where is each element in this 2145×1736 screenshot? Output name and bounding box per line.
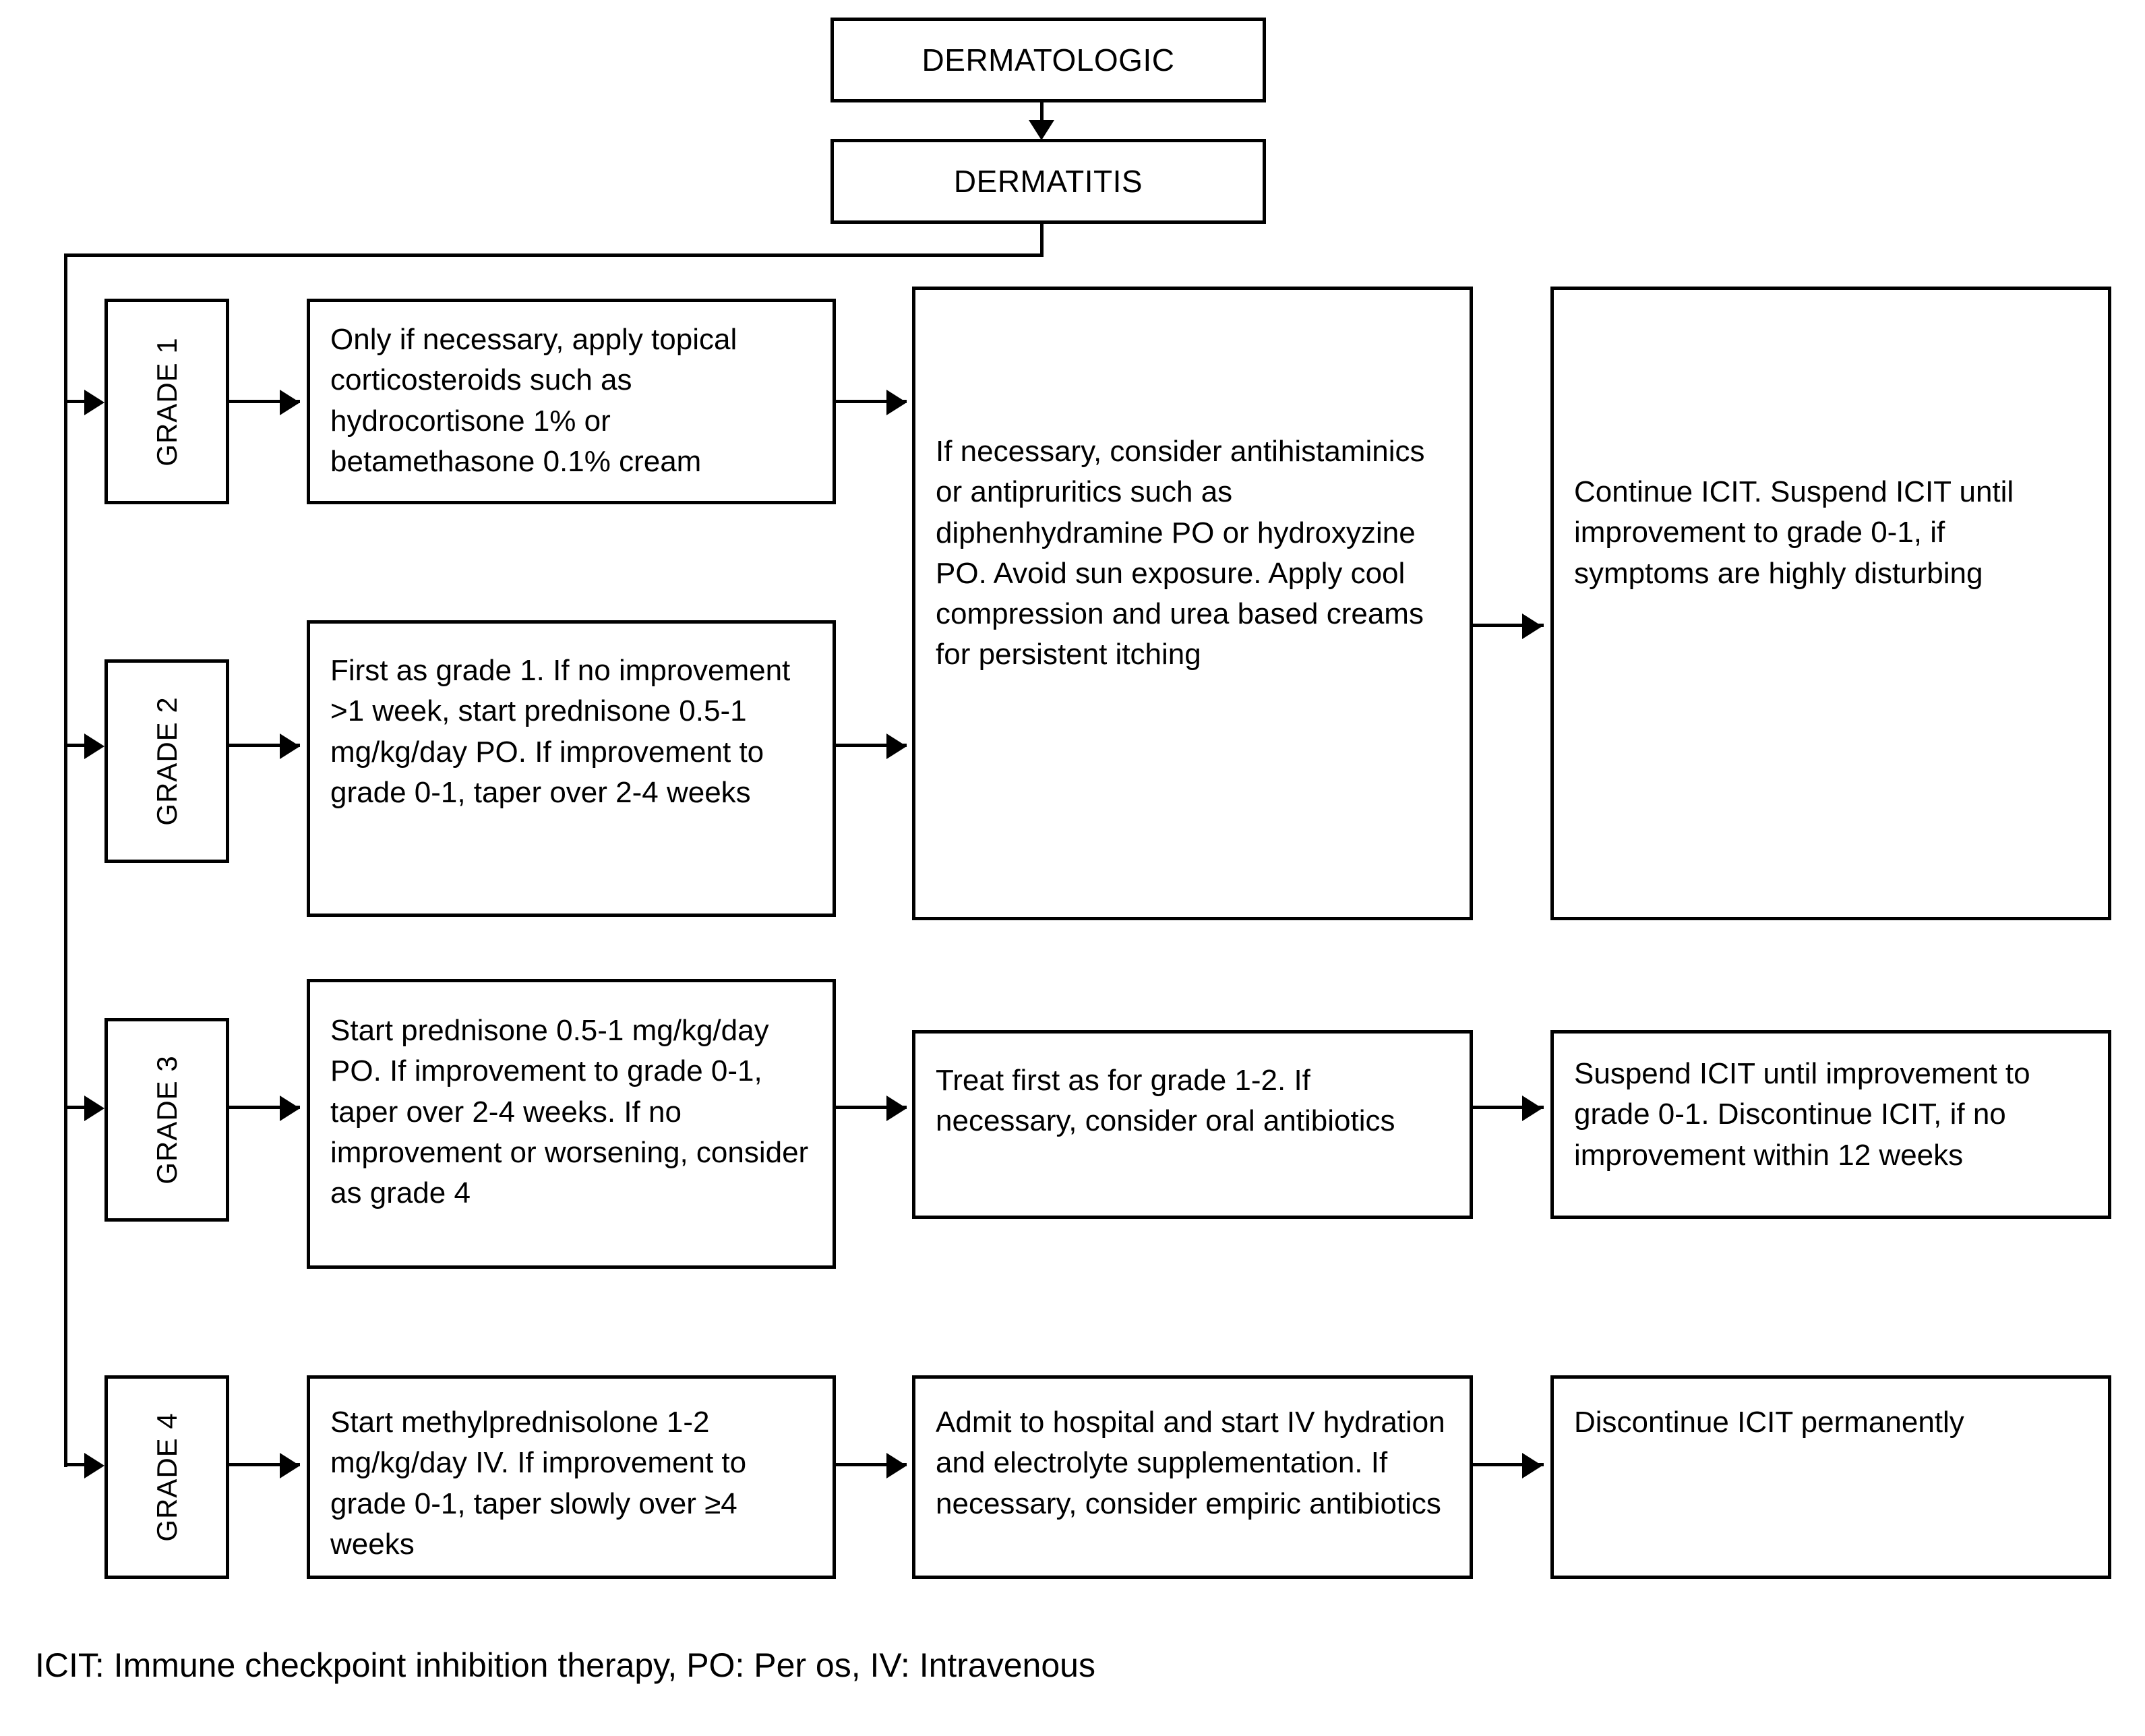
connector-grade-2-to-treatment [229,744,300,747]
icit-text-grades-1-2: Continue ICIT. Suspend ICIT until improv… [1574,475,2014,590]
connector-dermatitis-drop [1040,224,1044,256]
connector-dermatologic-to-dermatitis [1040,102,1044,135]
arrow-right-icon [1522,1453,1542,1478]
arrow-right-icon [1522,613,1542,639]
connector-grade-1-to-supportive [836,400,907,403]
arrow-right-icon [280,1096,300,1121]
connector-spine-to-grade-3 [64,1106,94,1109]
treatment-text-grade-1: Only if necessary, apply topical cortico… [330,323,737,478]
arrow-right-icon [886,1453,907,1478]
arrow-right-icon [84,1096,104,1121]
supportive-care-text-grades-1-2: If necessary, consider antihistaminics o… [936,435,1425,671]
icit-text-grade-3: Suspend ICIT until improvement to grade … [1574,1057,2030,1172]
treatment-box-grade-2: First as grade 1. If no improvement >1 w… [307,620,836,917]
arrow-down-icon [1029,120,1054,140]
supportive-care-box-grade-3: Treat first as for grade 1-2. If necessa… [912,1030,1473,1219]
supportive-care-text-grade-4: Admit to hospital and start IV hydration… [936,1406,1445,1520]
grade-badge-3-label: GRADE 3 [150,1055,183,1185]
legend-footnote: ICIT: Immune checkpoint inhibition thera… [35,1646,1095,1684]
connector-grade-4-to-supportive [836,1463,907,1466]
supportive-care-text-grade-3: Treat first as for grade 1-2. If necessa… [936,1064,1395,1138]
arrow-right-icon [1522,1096,1542,1121]
arrow-right-icon [886,1096,907,1121]
treatment-box-grade-4: Start methylprednisolone 1-2 mg/kg/day I… [307,1375,836,1579]
connector-supportive-to-icit-grade-3 [1473,1106,1544,1109]
treatment-text-grade-4: Start methylprednisolone 1-2 mg/kg/day I… [330,1406,747,1561]
connector-spine-to-grade-4 [64,1463,94,1466]
treatment-text-grade-2: First as grade 1. If no improvement >1 w… [330,654,791,809]
connector-grade-2-to-supportive [836,744,907,747]
connector-supportive-to-icit-grade-4 [1473,1463,1544,1466]
connector-supportive-to-icit-grades-1-2 [1473,624,1544,627]
connector-grade-1-to-treatment [229,400,300,403]
arrow-right-icon [886,734,907,759]
treatment-text-grade-3: Start prednisone 0.5-1 mg/kg/day PO. If … [330,1014,809,1210]
arrow-right-icon [886,390,907,415]
node-dermatitis: DERMATITIS [830,139,1266,224]
arrow-right-icon [84,390,104,415]
icit-box-grades-1-2: Continue ICIT. Suspend ICIT until improv… [1550,287,2111,920]
grade-badge-2-label: GRADE 2 [150,696,183,826]
grade-badge-1-label: GRADE 1 [150,336,183,467]
connector-grade-3-to-treatment [229,1106,300,1109]
connector-dermatitis-to-spine [64,253,1044,257]
treatment-box-grade-3: Start prednisone 0.5-1 mg/kg/day PO. If … [307,979,836,1269]
supportive-care-box-grade-4: Admit to hospital and start IV hydration… [912,1375,1473,1579]
supportive-care-box-grades-1-2: If necessary, consider antihistaminics o… [912,287,1473,920]
treatment-box-grade-1: Only if necessary, apply topical cortico… [307,299,836,504]
grade-badge-2: GRADE 2 [104,659,229,863]
arrow-right-icon [280,734,300,759]
node-dermatologic: DERMATOLOGIC [830,18,1266,102]
connector-grade-spine [64,253,67,1467]
icit-box-grade-3: Suspend ICIT until improvement to grade … [1550,1030,2111,1219]
node-dermatitis-label: DERMATITIS [953,163,1143,199]
icit-box-grade-4: Discontinue ICIT permanently [1550,1375,2111,1579]
grade-badge-4-label: GRADE 4 [150,1412,183,1542]
grade-badge-3: GRADE 3 [104,1018,229,1222]
node-dermatologic-label: DERMATOLOGIC [922,42,1175,78]
arrow-right-icon [280,390,300,415]
icit-text-grade-4: Discontinue ICIT permanently [1574,1406,1964,1439]
connector-grade-3-to-supportive [836,1106,907,1109]
arrow-right-icon [280,1453,300,1478]
arrow-right-icon [84,734,104,759]
connector-grade-4-to-treatment [229,1463,300,1466]
grade-badge-4: GRADE 4 [104,1375,229,1579]
connector-spine-to-grade-1 [64,400,94,403]
grade-badge-1: GRADE 1 [104,299,229,504]
arrow-right-icon [84,1453,104,1478]
connector-spine-to-grade-2 [64,744,94,747]
